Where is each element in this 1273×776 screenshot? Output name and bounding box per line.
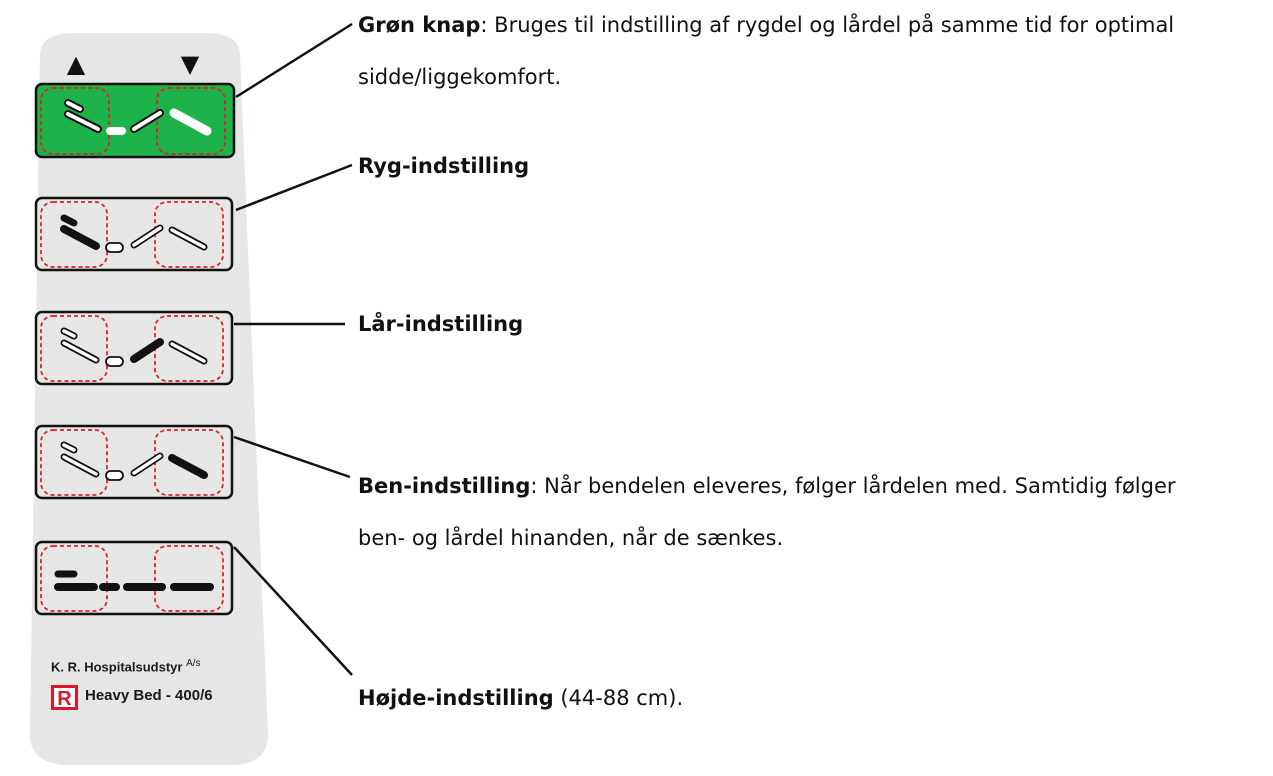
logo-letter: R bbox=[57, 688, 72, 710]
label-thigh-title: Lår-indstilling bbox=[358, 312, 524, 336]
brand-company-name: K. R. Hospitalsudstyr bbox=[51, 659, 183, 675]
leg-button[interactable] bbox=[34, 424, 234, 500]
callout-green bbox=[235, 22, 353, 99]
label-green: Grøn knap: Bruges til indstilling af ryg… bbox=[358, 1, 1174, 49]
label-height-title: Højde-indstilling bbox=[358, 686, 554, 710]
brand-logo: R bbox=[51, 685, 78, 710]
label-leg-title: Ben-indstilling bbox=[358, 474, 531, 498]
height-flat-icon bbox=[54, 570, 214, 591]
label-green-title: Grøn knap bbox=[358, 13, 481, 37]
label-green-line1: : Bruges til indstilling af rygdel og lå… bbox=[480, 13, 1175, 37]
label-leg-line1: : Når bendelen eleveres, følger lårdelen… bbox=[530, 474, 1176, 498]
callout-height bbox=[233, 546, 353, 676]
arrow-up-icon: ▲ bbox=[67, 50, 86, 78]
thigh-button[interactable] bbox=[34, 310, 234, 386]
label-height-detail: (44-88 cm). bbox=[553, 686, 684, 710]
bed-position-icon bbox=[64, 99, 212, 136]
label-leg: Ben-indstilling: Når bendelen eleveres, … bbox=[358, 462, 1176, 510]
back-button[interactable] bbox=[34, 196, 234, 272]
thigh-rest-icon bbox=[60, 327, 208, 367]
label-thigh: Lår-indstilling bbox=[358, 300, 523, 348]
callout-leg bbox=[233, 435, 351, 479]
brand-model: Heavy Bed - 400/6 bbox=[85, 687, 213, 704]
label-leg-line2: ben- og lårdel hinanden, når de sænkes. bbox=[358, 526, 784, 550]
brand-company: K. R. Hospitalsudstyr A/s bbox=[51, 658, 201, 674]
leg-rest-icon bbox=[60, 441, 208, 481]
brand-company-suffix: A/s bbox=[186, 658, 201, 669]
label-back-title: Ryg-indstilling bbox=[358, 154, 530, 178]
height-button[interactable] bbox=[34, 540, 234, 616]
label-height: Højde-indstilling (44-88 cm). bbox=[358, 674, 683, 722]
callout-back bbox=[235, 163, 353, 212]
label-back: Ryg-indstilling bbox=[358, 142, 529, 190]
callout-lines bbox=[233, 22, 353, 676]
green-button[interactable] bbox=[34, 82, 236, 159]
arrow-down-icon: ▼ bbox=[181, 50, 200, 78]
label-green-line2: sidde/liggekomfort. bbox=[358, 65, 562, 89]
back-rest-icon bbox=[60, 214, 208, 253]
